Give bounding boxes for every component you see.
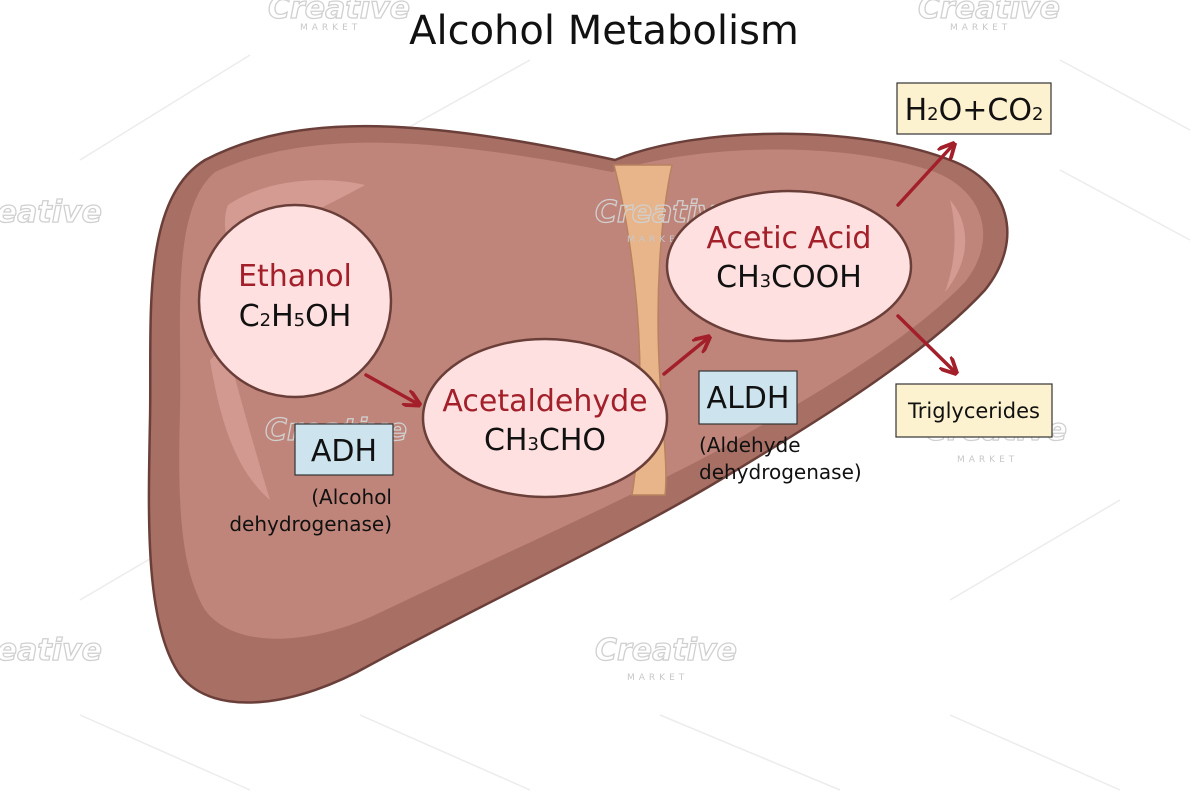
enzyme-adh-caption-line1: (Alcohol [311, 485, 392, 509]
node-acetic-acid-ellipse [665, 189, 913, 343]
enzyme-aldh-caption-line2: dehydrogenase) [699, 460, 862, 484]
watermark-logo: Creative [0, 195, 102, 230]
arrow-ethanol-to-acetaldehyde [364, 373, 418, 404]
product-water-co2-label: H2O+CO2 [905, 93, 1044, 128]
node-ethanol-circle [197, 203, 393, 399]
enzyme-adh-label: ADH [311, 434, 377, 469]
product-water-co2-box [896, 82, 1052, 135]
enzyme-aldh-box [698, 370, 798, 425]
watermark-logo: Creative [268, 0, 410, 26]
watermark-logo: Creative [918, 0, 1060, 26]
node-acetic-acid-formula: CH3COOH [716, 260, 862, 295]
node-ethanol-formula: C2H5OH [239, 299, 352, 334]
enzyme-aldh-label: ALDH [707, 381, 790, 416]
watermark-logos: Creative MARKET Creative MARKET Creative… [0, 0, 1068, 683]
diagram-title: Alcohol Metabolism [409, 8, 799, 54]
arrow-to-water-co2 [896, 145, 953, 207]
watermark-sub: MARKET [627, 235, 688, 245]
watermark-logo: Creative [0, 633, 102, 668]
node-acetic-acid-name: Acetic Acid [707, 221, 872, 256]
enzyme-aldh: ALDH (Aldehyde dehydrogenase) [698, 370, 862, 484]
watermark-sub: MARKET [950, 23, 1011, 33]
watermark-logo: Creative [595, 633, 737, 668]
watermark-sub: MARKET [300, 23, 361, 33]
enzyme-adh: ADH (Alcohol dehydrogenase) [229, 423, 394, 536]
enzyme-aldh-caption-line1: (Aldehyde [699, 433, 801, 457]
liver-highlight-lobe [210, 345, 270, 500]
product-water-co2: H2O+CO2 [896, 82, 1052, 135]
enzyme-adh-caption-line2: dehydrogenase) [229, 512, 392, 536]
arrow-to-triglycerides [896, 314, 955, 372]
arrow-acetaldehyde-to-acetic-acid [662, 338, 708, 376]
watermark-sub: MARKET [627, 673, 688, 683]
product-triglycerides: Triglycerides [895, 383, 1053, 438]
node-acetaldehyde-name: Acetaldehyde [442, 384, 647, 419]
node-ethanol: Ethanol C2H5OH [197, 203, 393, 399]
enzyme-adh-box [294, 423, 394, 476]
node-acetaldehyde: Acetaldehyde CH3CHO [421, 337, 669, 499]
product-triglycerides-box [895, 383, 1053, 438]
reaction-arrows [364, 145, 955, 404]
node-acetic-acid: Acetic Acid CH3COOH [665, 189, 913, 343]
node-acetaldehyde-ellipse [421, 337, 669, 499]
product-triglycerides-label: Triglycerides [907, 399, 1040, 423]
watermark-sub: MARKET [957, 455, 1018, 465]
node-ethanol-name: Ethanol [238, 259, 352, 294]
liver-highlight-right [945, 200, 966, 292]
node-acetaldehyde-formula: CH3CHO [484, 423, 606, 458]
